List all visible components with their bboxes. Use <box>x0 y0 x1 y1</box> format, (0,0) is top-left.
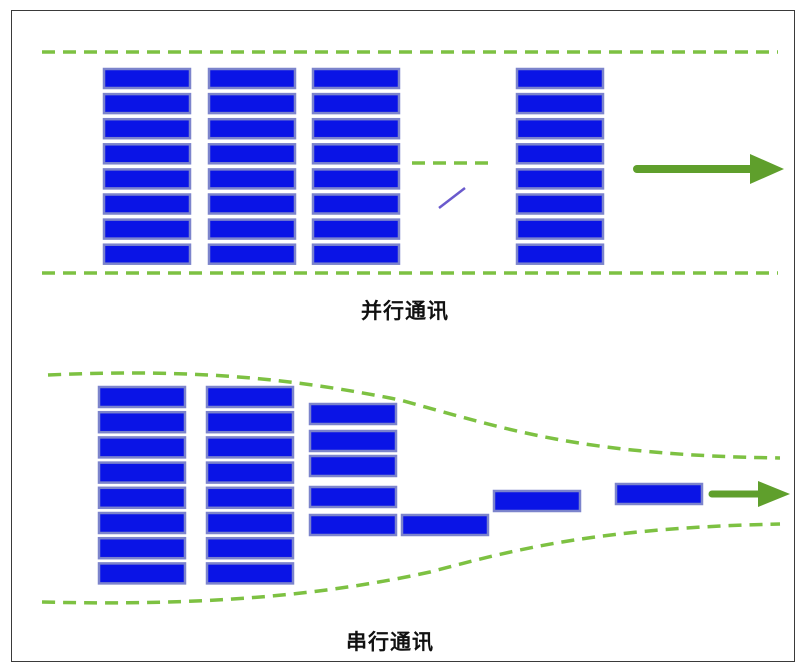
parallel-block-grid <box>102 67 605 265</box>
serial-bit-block <box>97 511 187 535</box>
parallel-bit-block <box>515 193 605 215</box>
serial-arrow <box>708 481 790 507</box>
parallel-bit-block <box>102 193 192 215</box>
serial-bit-block <box>205 461 295 484</box>
parallel-bit-block <box>515 143 605 165</box>
parallel-bit-block <box>311 143 401 165</box>
parallel-bit-block <box>207 193 297 215</box>
parallel-bit-block <box>207 168 297 190</box>
parallel-bit-block <box>207 218 297 240</box>
parallel-bit-block <box>311 168 401 190</box>
serial-caption: 串行通讯 <box>346 630 434 654</box>
serial-bit-block <box>400 513 490 537</box>
parallel-bit-block <box>102 218 192 240</box>
serial-bit-block <box>308 485 398 509</box>
parallel-bit-block <box>311 117 401 140</box>
serial-bit-block <box>205 536 295 560</box>
parallel-bit-block <box>102 67 192 90</box>
ellipsis-mark <box>438 187 466 209</box>
serial-bit-block <box>308 454 398 478</box>
parallel-bit-block <box>207 92 297 115</box>
serial-bit-block <box>205 486 295 510</box>
parallel-bit-block <box>311 243 401 265</box>
parallel-caption: 并行通讯 <box>361 299 449 323</box>
parallel-bit-block <box>515 218 605 240</box>
parallel-arrow <box>633 154 784 184</box>
serial-bit-block <box>97 536 187 560</box>
serial-bit-block <box>97 385 187 409</box>
serial-bit-block <box>205 385 295 409</box>
parallel-bit-block <box>102 168 192 190</box>
serial-section <box>41 371 790 605</box>
serial-bit-block <box>97 486 187 510</box>
parallel-bit-block <box>207 117 297 140</box>
parallel-bit-block <box>207 243 297 265</box>
serial-bit-block <box>205 562 295 585</box>
parallel-bit-block <box>311 218 401 240</box>
serial-bit-block <box>205 511 295 535</box>
serial-bit-block <box>492 489 582 513</box>
parallel-bit-block <box>515 67 605 90</box>
parallel-bit-block <box>311 92 401 115</box>
serial-bit-block <box>614 482 704 506</box>
parallel-bit-block <box>207 143 297 165</box>
serial-bit-block <box>97 436 187 459</box>
serial-bit-block <box>205 410 295 434</box>
parallel-bit-block <box>102 117 192 140</box>
parallel-section <box>42 50 784 275</box>
parallel-bit-block <box>515 117 605 140</box>
parallel-bit-block <box>102 243 192 265</box>
parallel-bit-block <box>102 92 192 115</box>
serial-block-grid <box>97 385 704 585</box>
serial-bit-block <box>97 461 187 484</box>
parallel-bit-block <box>207 67 297 90</box>
serial-top-boundary <box>47 371 781 460</box>
serial-bottom-boundary <box>41 522 781 605</box>
parallel-bit-block <box>102 143 192 165</box>
parallel-bit-block <box>311 193 401 215</box>
serial-bit-block <box>97 562 187 585</box>
parallel-bit-block <box>515 168 605 190</box>
parallel-bit-block <box>311 67 401 90</box>
serial-bit-block <box>308 429 398 453</box>
serial-bit-block <box>97 410 187 434</box>
serial-bit-block <box>205 436 295 459</box>
serial-bit-block <box>308 513 398 537</box>
serial-bit-block <box>308 402 398 426</box>
parallel-bit-block <box>515 92 605 115</box>
parallel-bit-block <box>515 243 605 265</box>
